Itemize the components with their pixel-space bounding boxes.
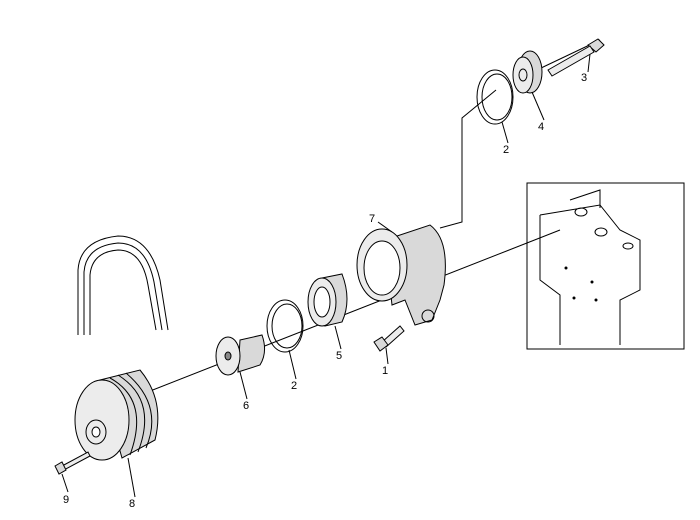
part-8-pulley: [74, 369, 159, 461]
part-6-hub: [215, 334, 266, 376]
part-7-tensioner-housing: [356, 224, 446, 326]
part-9-bolt: [54, 451, 91, 475]
callout-8: 8: [129, 498, 136, 510]
callout-3: 3: [581, 72, 588, 84]
part-3-bolt: [547, 38, 605, 77]
part-4-pulley-cap: [512, 50, 543, 94]
part-1-bolt: [373, 325, 405, 352]
callout-9: 9: [63, 494, 70, 506]
part-2-snap-ring-lower: [266, 299, 304, 353]
callout-1: 1: [382, 365, 389, 377]
callout-4: 4: [538, 121, 545, 133]
part-5-bearing: [307, 273, 348, 327]
callout-6: 6: [243, 400, 250, 412]
belt: [77, 235, 169, 335]
engine-block-inset: [526, 182, 685, 350]
callout-5: 5: [336, 350, 343, 362]
part-2-snap-ring-upper: [476, 69, 514, 125]
leader-lines: [61, 53, 591, 498]
callout-2-lower: 2: [291, 380, 298, 392]
callout-7: 7: [369, 213, 376, 225]
callout-2-upper: 2: [503, 144, 510, 156]
